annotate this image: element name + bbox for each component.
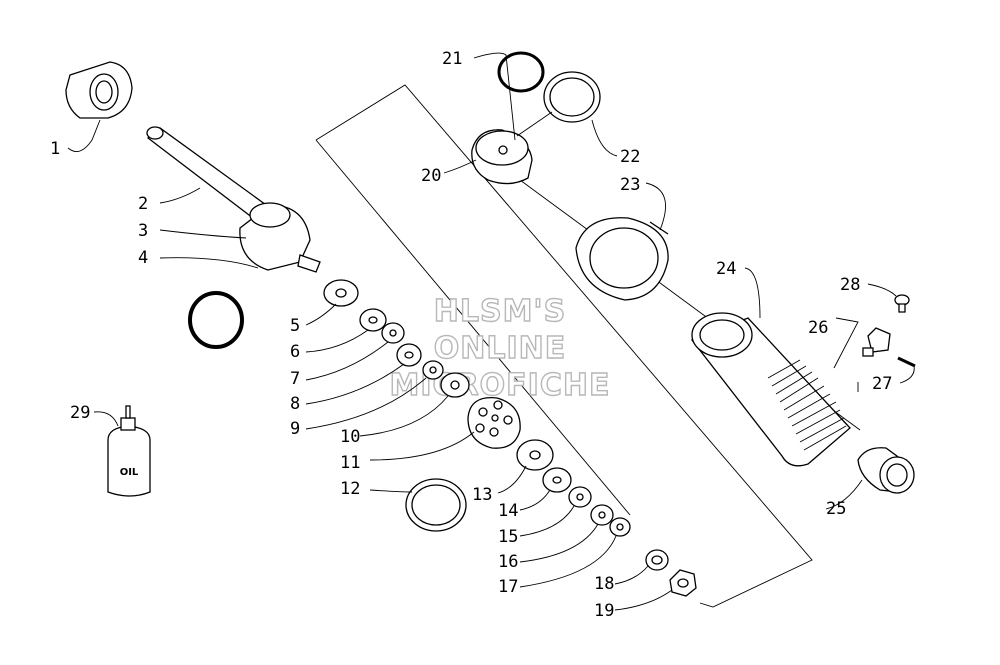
callout-29: 29: [70, 403, 90, 423]
callout-23: 23: [620, 175, 640, 195]
callout-26: 26: [808, 318, 828, 338]
watermark-line-3: MICROFICHE: [390, 368, 611, 403]
callout-4: 4: [138, 248, 148, 268]
callout-8: 8: [290, 394, 300, 414]
callout-21: 21: [442, 49, 462, 69]
callout-1: 1: [50, 139, 60, 159]
callout-28: 28: [840, 275, 860, 295]
part-19-nut: [669, 569, 697, 597]
part-28-screw: [894, 294, 910, 313]
callout-20: 20: [421, 166, 441, 186]
part-16-washer: [590, 504, 614, 526]
part-14-washer: [542, 467, 572, 493]
part-26-valve: [862, 327, 891, 357]
oil-label: OIL: [120, 467, 139, 478]
part-12-ring: [405, 478, 467, 532]
part-15-washer: [568, 486, 592, 508]
callout-2: 2: [138, 194, 148, 214]
callout-18: 18: [594, 574, 614, 594]
callout-16: 16: [498, 552, 518, 572]
part-6-washer: [359, 308, 387, 332]
part-5-washer: [323, 279, 359, 307]
part-18-spacer: [645, 549, 669, 571]
callout-13: 13: [472, 485, 492, 505]
part-20-seal-head: [471, 129, 533, 185]
callout-7: 7: [290, 369, 300, 389]
callout-labels: 1 2 3 4 5 6 7 8 9 10 11 12 13 14 15 16 1…: [50, 49, 892, 621]
part-1-eyelet: [65, 61, 133, 119]
part-29-oil-bottle: OIL: [107, 405, 151, 497]
callout-19: 19: [594, 601, 614, 621]
callout-3: 3: [138, 221, 148, 241]
callout-22: 22: [620, 147, 640, 167]
part-26-bracket: [833, 317, 859, 369]
watermark-line-1: HLSM'S: [434, 294, 566, 329]
callout-15: 15: [498, 527, 518, 547]
callout-14: 14: [498, 501, 518, 521]
watermark-line-2: ONLINE: [434, 331, 567, 366]
part-22-ring: [543, 71, 601, 123]
callout-6: 6: [290, 342, 300, 362]
thread-lines: [767, 359, 847, 451]
callout-25: 25: [826, 499, 846, 519]
callout-27: 27: [872, 374, 892, 394]
part-21-oring: [497, 51, 545, 93]
callout-9: 9: [290, 419, 300, 439]
part-4-oring: [188, 291, 244, 349]
leader-lines: [67, 52, 915, 611]
kit-bracket-outline: [315, 84, 813, 608]
part-23-collar: [575, 217, 669, 301]
part-9-washer: [422, 360, 444, 380]
part-7-washer: [381, 322, 405, 344]
part-10-washer: [440, 372, 470, 398]
part-13-washer: [516, 439, 554, 471]
part-27-pin: [897, 356, 916, 368]
part-24-body: [690, 312, 851, 467]
callout-11: 11: [340, 453, 360, 473]
part-17-washer: [609, 517, 631, 537]
part-8-washer: [396, 343, 422, 367]
part-3-body: [239, 202, 321, 273]
callout-17: 17: [498, 577, 518, 597]
callout-5: 5: [290, 316, 300, 336]
callout-10: 10: [340, 427, 360, 447]
part-11-piston: [467, 397, 521, 449]
callout-12: 12: [340, 479, 360, 499]
part-25-bushing: [857, 447, 915, 494]
watermark: HLSM'S ONLINE MICROFICHE: [389, 293, 611, 403]
callout-24: 24: [716, 259, 736, 279]
